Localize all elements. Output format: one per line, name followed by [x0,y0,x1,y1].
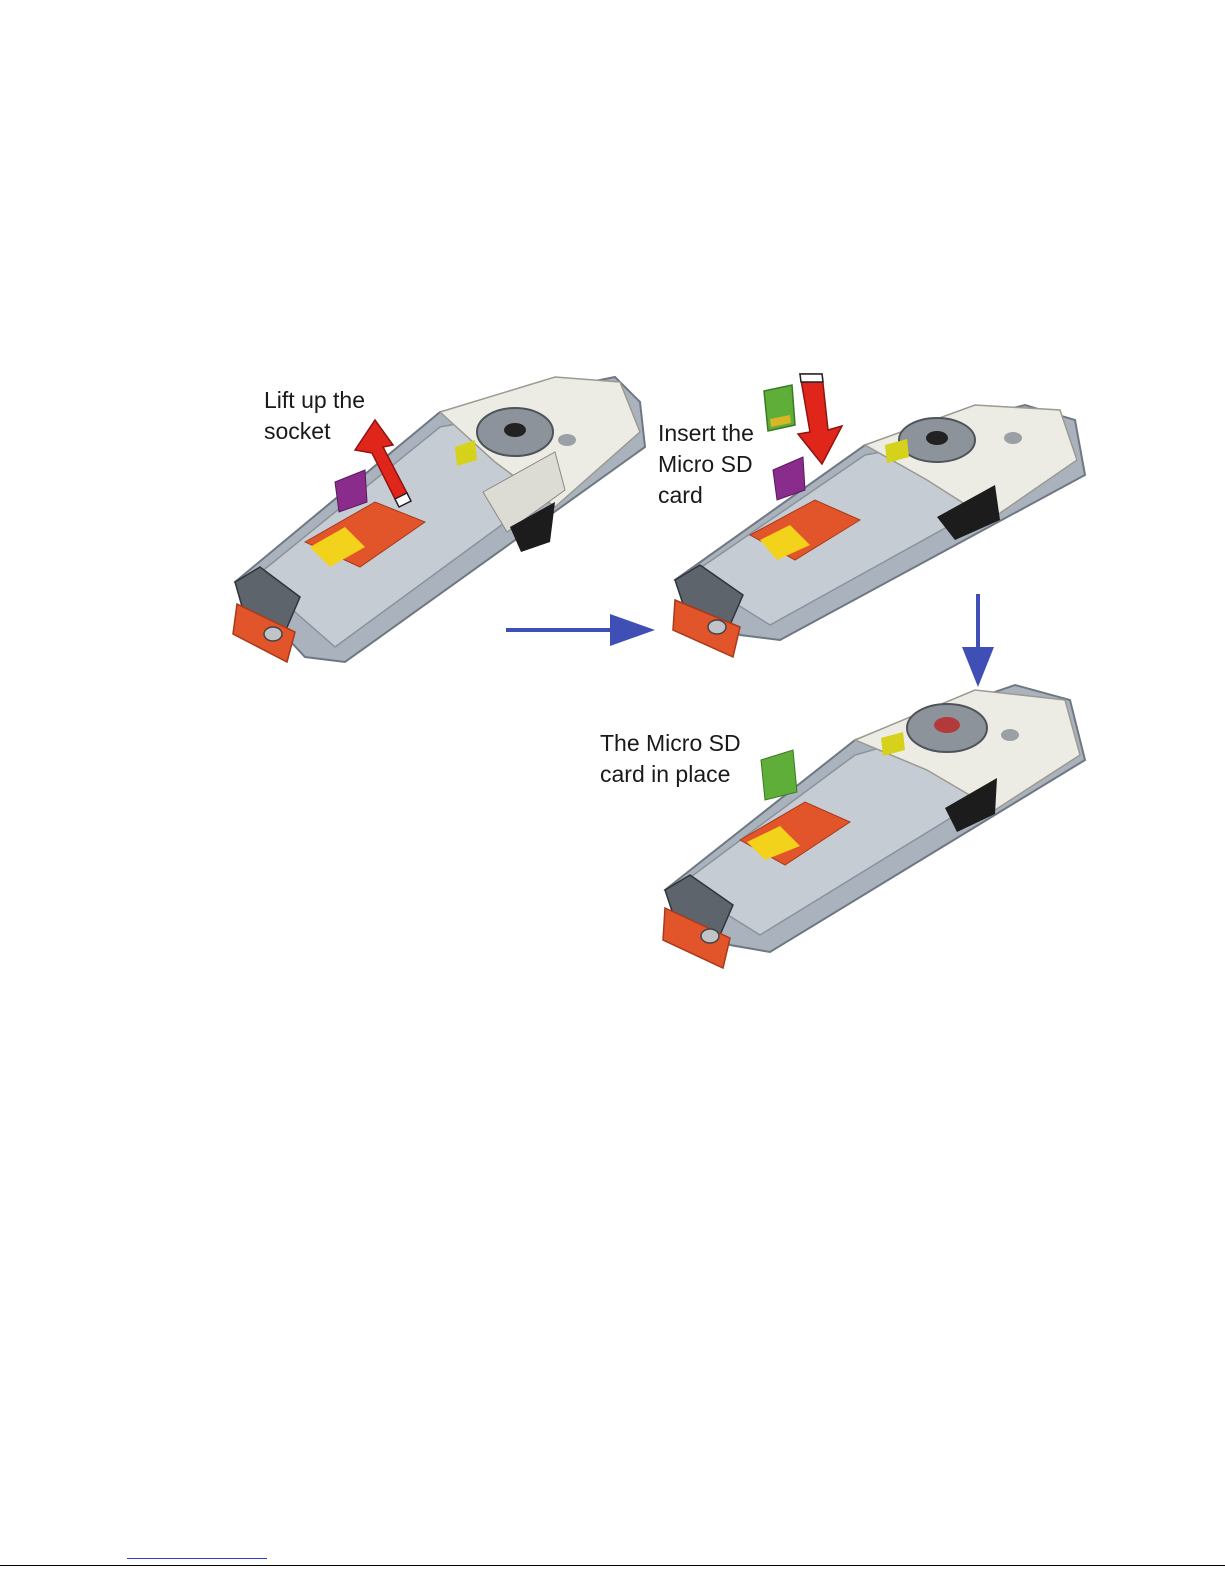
caption-line: Micro SD [658,449,754,480]
caption-line: The Micro SD [600,728,741,759]
caption-line: Lift up the [264,385,365,416]
down-arrow-icon [792,370,854,468]
step-3-caption: The Micro SD card in place [600,728,741,790]
right-arrow-icon [500,608,660,652]
caption-line: Insert the [658,418,754,449]
step-2-caption: Insert the Micro SD card [658,418,754,511]
footer-rule [0,1565,1225,1566]
caption-line: card in place [600,759,741,790]
caption-line: card [658,480,754,511]
phone-illustration-step-3 [655,680,1095,955]
down-flow-arrow-icon [958,592,998,692]
caption-line: socket [264,416,365,447]
step-1-caption: Lift up the socket [264,385,365,447]
footer-link-underline[interactable] [127,1558,267,1559]
